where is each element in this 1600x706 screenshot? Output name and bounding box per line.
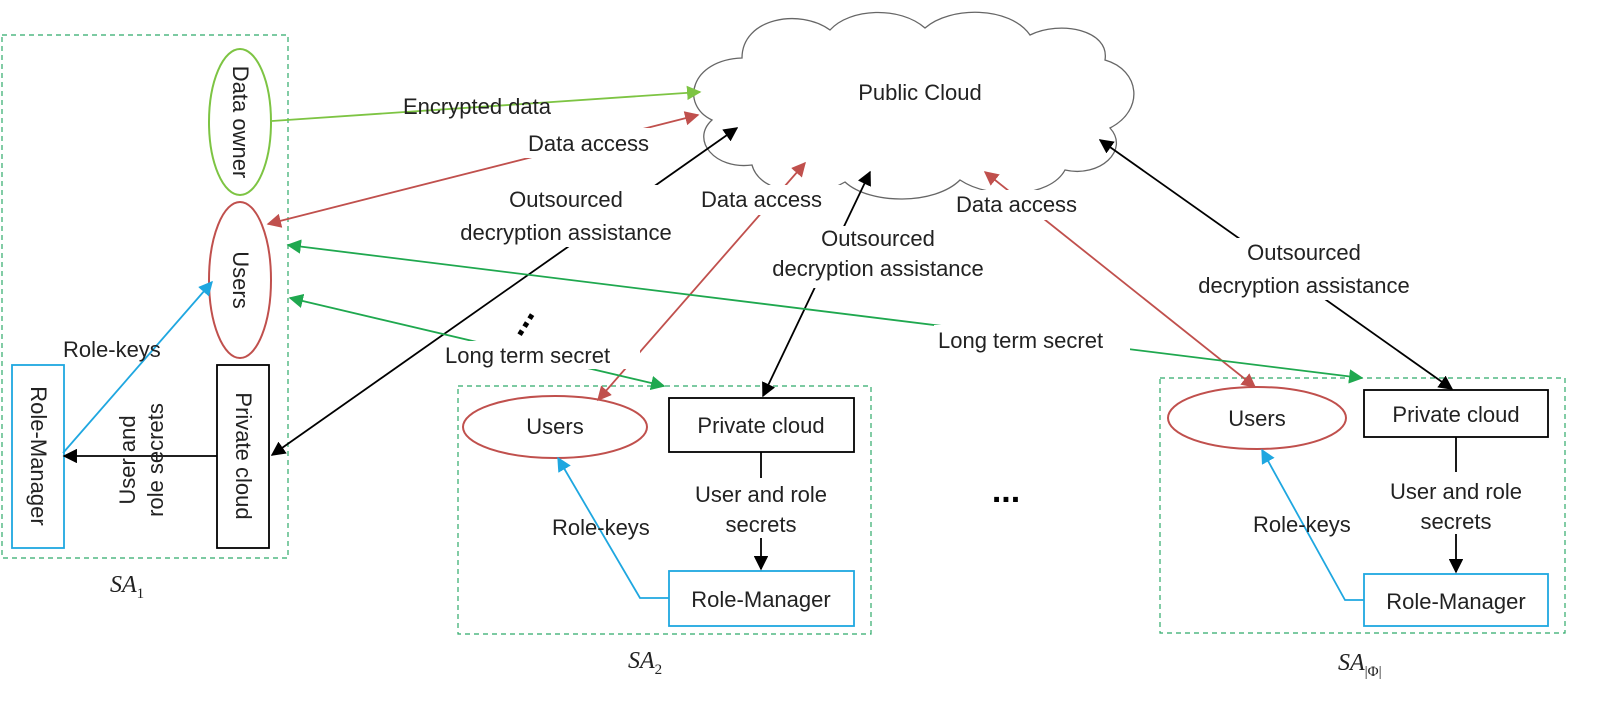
sa1-role-keys-label: Role-keys xyxy=(63,337,161,362)
sa3-role-manager-node xyxy=(1363,573,1549,627)
sa3-users-label: Users xyxy=(1228,406,1285,431)
sa1-name-sub: 1 xyxy=(137,586,145,602)
sa2-boundary xyxy=(457,385,872,635)
sa2-name: SA2 xyxy=(628,648,662,678)
public-cloud-shape xyxy=(693,11,1135,200)
sa2-name-base: SA xyxy=(628,648,655,674)
sa2-role-keys-arrow xyxy=(557,456,669,599)
long-term-secret-2-label: Long term secret xyxy=(938,328,1103,353)
sa3-secrets-label-line1: User and role xyxy=(1390,479,1522,504)
sa2-secrets-label-line2: secrets xyxy=(726,512,797,537)
outsourced-3-label-line2: decryption assistance xyxy=(1198,273,1410,298)
data-access-2-label: Data access xyxy=(701,187,822,212)
sa1-users-label: Users xyxy=(228,251,253,308)
sa3-role-keys-arrow xyxy=(1261,448,1364,601)
sa1-name: SA1 xyxy=(110,572,144,602)
outsourced-1-label-line1: Outsourced xyxy=(509,187,623,212)
long-term-secret-2-arrow xyxy=(286,239,1364,384)
sa3-name-base: SA xyxy=(1338,650,1365,676)
encrypted-data-label: Encrypted data xyxy=(403,94,552,119)
outsourced-2-label-line2: decryption assistance xyxy=(772,256,984,281)
sa1-role-keys-arrow xyxy=(62,280,213,454)
ellipsis-upper: ... xyxy=(495,298,542,342)
sa1-role-manager-node xyxy=(11,364,65,549)
sa3-secrets-label-line2: secrets xyxy=(1421,509,1492,534)
sa2-role-manager-label: Role-Manager xyxy=(691,587,830,612)
sa2-role-keys-label: Role-keys xyxy=(552,515,650,540)
sa2-users-label: Users xyxy=(526,414,583,439)
sa3-private-cloud-node xyxy=(1363,389,1549,438)
sa3-private-cloud-label: Private cloud xyxy=(1392,402,1519,427)
sa1-private-cloud-node xyxy=(216,364,270,549)
sa1-name-base: SA xyxy=(110,572,137,598)
sa1-data-owner-label: Data owner xyxy=(228,66,253,179)
outsourced-1-label-line2: decryption assistance xyxy=(460,220,672,245)
long-term-secret-2-label-bg xyxy=(934,325,1130,353)
sa1-secrets-label-line1: User and xyxy=(115,415,140,504)
outsourced-2-label-line1: Outsourced xyxy=(821,226,935,251)
sa1-secrets-label-line2: role secrets xyxy=(143,403,168,517)
sa3-name: SA|Φ| xyxy=(1338,650,1382,680)
sa3-name-sub: |Φ| xyxy=(1365,664,1382,680)
sa1-role-manager-label: Role-Manager xyxy=(26,386,51,525)
sa2-private-cloud-label: Private cloud xyxy=(697,413,824,438)
data-access-1-label: Data access xyxy=(528,131,649,156)
sa2-name-sub: 2 xyxy=(655,662,663,678)
public-cloud-label: Public Cloud xyxy=(858,80,982,105)
sa1-private-cloud-label: Private cloud xyxy=(231,392,256,519)
ellipsis-lower: ... xyxy=(992,472,1020,510)
long-term-secret-1-label: Long term secret xyxy=(445,343,610,368)
sa3-secrets-label-bg xyxy=(1378,472,1534,534)
data-access-3-label: Data access xyxy=(956,192,1077,217)
sa3-role-manager-label: Role-Manager xyxy=(1386,589,1525,614)
sa2-secrets-label-bg xyxy=(684,478,840,538)
data-access-3-label-bg xyxy=(952,190,1102,220)
sa2-secrets-label-line1: User and role xyxy=(695,482,827,507)
outsourced-3-label-line1: Outsourced xyxy=(1247,240,1361,265)
sa3-role-keys-label: Role-keys xyxy=(1253,512,1351,537)
